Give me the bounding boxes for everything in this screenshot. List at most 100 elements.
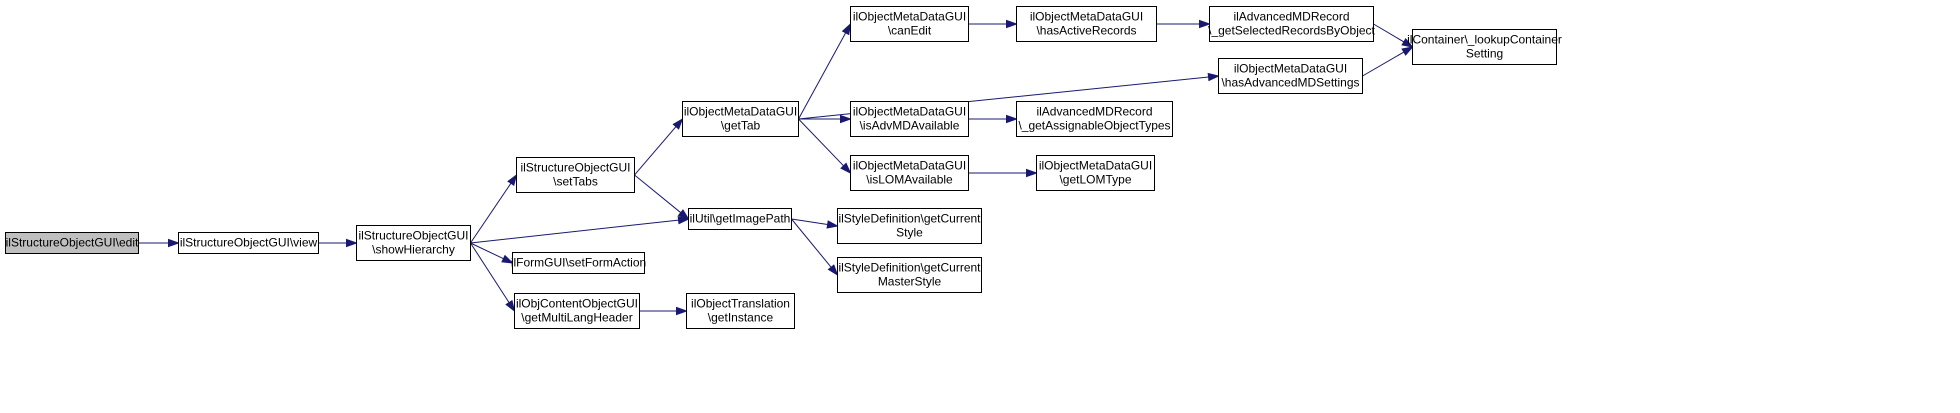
arrowhead-icon (1401, 46, 1414, 56)
node-label-line: ilObjectMetaDataGUI (1030, 10, 1143, 24)
edge-showHierarchy-to-getImagePath (470, 215, 691, 244)
node-getSelectedRecordsByObject[interactable]: ilAdvancedMDRecord\_getSelectedRecordsBy… (1208, 6, 1376, 42)
node-label-line: ilObjectMetaDataGUI (1039, 159, 1152, 173)
node-box (356, 225, 471, 261)
edge-hasAdvancedMDSettings-to-lookupContainerSetting (1362, 46, 1414, 77)
arrowhead-icon (1207, 72, 1221, 82)
edge-getImagePath-to-getCurrentStyle (791, 218, 839, 229)
node-label-line: ilObjContentObjectGUI (516, 297, 638, 311)
node-box (516, 157, 635, 193)
edge-canEdit-to-hasActiveRecords (968, 19, 1019, 29)
edge-line (798, 118, 844, 167)
node-getTab[interactable]: ilObjectMetaDataGUI\getTab (682, 101, 799, 137)
node-setTabs[interactable]: ilStructureObjectGUI\setTabs (516, 157, 635, 193)
node-hasAdvancedMDSettings[interactable]: ilObjectMetaDataGUI\hasAdvancedMDSetting… (1218, 58, 1363, 94)
arrowhead-icon (1199, 19, 1212, 29)
edge-line (1373, 23, 1405, 43)
node-box (1209, 6, 1374, 42)
node-setFormAction[interactable]: ilFormGUI\setFormAction (511, 252, 646, 274)
node-box (1016, 6, 1157, 42)
edge-isAdvMDAvailable-to-getAssignableObjectTypes (968, 114, 1019, 124)
edge-hasActiveRecords-to-getSelectedRecordsByObject (1156, 19, 1212, 29)
node-view[interactable]: ilStructureObjectGUI\view (178, 232, 319, 254)
arrowhead-icon (677, 209, 690, 220)
node-showHierarchy[interactable]: ilStructureObjectGUI\showHierarchy (356, 225, 471, 261)
edge-showHierarchy-to-setTabs (470, 173, 518, 244)
arrowhead-icon (505, 299, 516, 313)
arrowhead-icon (840, 114, 853, 124)
node-getAssignableObjectTypes[interactable]: ilAdvancedMDRecord\_getAssignableObjectT… (1016, 101, 1173, 137)
node-box (5, 232, 139, 254)
arrowhead-icon (826, 220, 839, 229)
node-label-line: \hasActiveRecords (1036, 24, 1136, 38)
edge-setTabs-to-getImagePath (634, 174, 690, 220)
edge-showHierarchy-to-getMultiLangHeader (470, 242, 516, 313)
arrowhead-icon (840, 162, 852, 175)
node-label-line: ilStructureObjectGUI\edit (6, 236, 139, 250)
node-label-line: ilStructureObjectGUI\view (180, 236, 318, 250)
node-box (1412, 29, 1557, 65)
node-label-line: \isLOMAvailable (866, 173, 953, 187)
node-getMultiLangHeader[interactable]: ilObjContentObjectGUI\getMultiLangHeader (514, 293, 640, 329)
node-getInstance[interactable]: ilObjectTranslation\getInstance (686, 293, 795, 329)
edge-view-to-showHierarchy (318, 238, 359, 248)
node-box (1016, 101, 1173, 137)
node-label-line: ilObjectMetaDataGUI (853, 105, 966, 119)
edge-line (634, 174, 682, 214)
node-label-line: \isAdvMDAvailable (860, 119, 960, 133)
node-label-line: \showHierarchy (372, 243, 455, 257)
node-box (1036, 155, 1155, 191)
arrowhead-icon (1006, 19, 1019, 29)
node-label-line: Setting (1466, 47, 1503, 61)
node-label-line: ilStructureObjectGUI (358, 229, 468, 243)
edge-edit-to-view (138, 238, 181, 248)
node-label-line: ilFormGUI\setFormAction (511, 256, 646, 270)
node-label-line: ilObjectMetaDataGUI (1234, 62, 1347, 76)
node-label-line: ilStyleDefinition\getCurrent (838, 261, 981, 275)
node-isLOMAvailable[interactable]: ilObjectMetaDataGUI\isLOMAvailable (850, 155, 969, 191)
edge-line (470, 242, 510, 303)
node-label-line: ilObjectMetaDataGUI (853, 10, 966, 24)
arrowhead-icon (501, 254, 514, 264)
edge-line (1362, 51, 1405, 77)
node-label-line: Style (896, 226, 923, 240)
node-label-line: ilStyleDefinition\getCurrent (838, 212, 981, 226)
node-canEdit[interactable]: ilObjectMetaDataGUI\canEdit (850, 6, 969, 42)
node-box (850, 101, 969, 137)
node-label-line: ilAdvancedMDRecord (1233, 10, 1349, 24)
edge-showHierarchy-to-setFormAction (470, 242, 514, 264)
arrowhead-icon (168, 238, 181, 248)
nodes-layer: ilStructureObjectGUI\edit ilStructureObje… (5, 6, 1562, 329)
node-isAdvMDAvailable[interactable]: ilObjectMetaDataGUI\isAdvMDAvailable (850, 101, 969, 137)
edge-line (470, 219, 679, 244)
node-label-line: ilObjectMetaDataGUI (684, 105, 797, 119)
node-box (837, 208, 982, 244)
node-box (850, 6, 969, 42)
arrowhead-icon (676, 306, 689, 316)
arrowhead-icon (672, 117, 684, 130)
node-edit[interactable]: ilStructureObjectGUI\edit (5, 232, 140, 254)
node-label-line: \setTabs (553, 175, 598, 189)
node-hasActiveRecords[interactable]: ilObjectMetaDataGUI\hasActiveRecords (1016, 6, 1157, 42)
edge-line (470, 242, 504, 260)
edge-getSelectedRecordsByObject-to-lookupContainerSetting (1373, 23, 1414, 48)
node-label-line: ilObjectTranslation (691, 297, 790, 311)
node-getLOMType[interactable]: ilObjectMetaDataGUI\getLOMType (1036, 155, 1155, 191)
node-label-line: \_getSelectedRecordsByObject (1208, 24, 1375, 38)
arrowhead-icon (1006, 114, 1019, 124)
edge-getMultiLangHeader-to-getInstance (639, 306, 689, 316)
node-box (1218, 58, 1363, 94)
node-label-line: \getLOMType (1059, 173, 1131, 187)
node-label-line: \hasAdvancedMDSettings (1221, 76, 1359, 90)
edge-line (470, 183, 512, 244)
edge-setTabs-to-getTab (634, 117, 684, 176)
node-label-line: ilObjectMetaDataGUI (853, 159, 966, 173)
node-getImagePath[interactable]: ilUtil\getImagePath (688, 208, 792, 230)
node-box (682, 101, 799, 137)
node-label-line: ilAdvancedMDRecord (1036, 105, 1152, 119)
node-box (512, 252, 645, 274)
